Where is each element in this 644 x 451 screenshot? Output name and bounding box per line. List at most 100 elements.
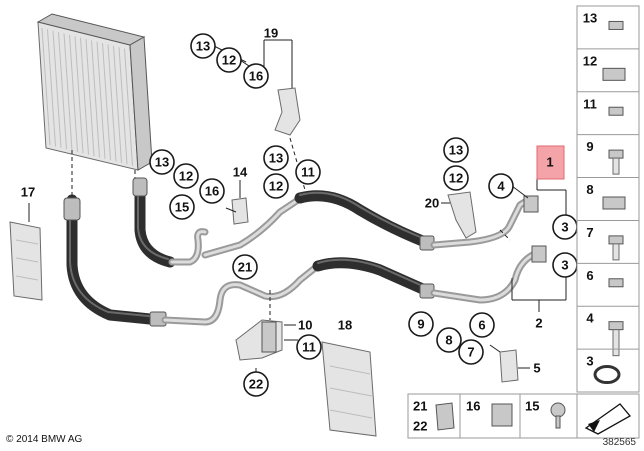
cooler-fin bbox=[113, 45, 122, 163]
cooler-fin bbox=[124, 48, 133, 166]
cooler-fin bbox=[41, 27, 51, 146]
svg-text:12: 12 bbox=[179, 169, 193, 184]
highlight-box bbox=[536, 145, 565, 180]
holder-icon bbox=[491, 403, 513, 427]
callout-16-top: 16 bbox=[243, 63, 269, 89]
screw-icon bbox=[608, 235, 624, 261]
cooler-fin bbox=[96, 41, 106, 159]
cooler-fin bbox=[58, 32, 67, 150]
sidebar-item-label: 8 bbox=[586, 182, 593, 197]
fitting-3-bottom bbox=[531, 245, 547, 263]
svg-text:3: 3 bbox=[561, 220, 568, 235]
bracket-5 bbox=[499, 349, 519, 383]
svg-text:4: 4 bbox=[497, 179, 505, 194]
callout-12-center: 12 bbox=[263, 173, 289, 199]
callout-16-mid: 16 bbox=[199, 178, 225, 204]
svg-text:7: 7 bbox=[467, 345, 474, 360]
cooler-fin bbox=[69, 34, 78, 152]
shield-17 bbox=[9, 221, 43, 301]
svg-text:16: 16 bbox=[249, 69, 263, 84]
screw-head-icon bbox=[550, 402, 566, 418]
bottom-label-22: 22 bbox=[413, 419, 427, 434]
callout-21: 21 bbox=[232, 254, 258, 280]
callout-7: 7 bbox=[458, 339, 484, 365]
label-18: 18 bbox=[338, 318, 352, 333]
clip-icon bbox=[435, 402, 455, 431]
callout-22: 22 bbox=[243, 371, 269, 397]
callout-15-mid: 15 bbox=[169, 194, 195, 220]
callout-9: 9 bbox=[408, 311, 434, 337]
svg-text:15: 15 bbox=[175, 200, 189, 215]
cooler-fin bbox=[107, 44, 117, 162]
nut-icon bbox=[608, 20, 624, 30]
bracket-20 bbox=[447, 191, 477, 239]
oil-lines bbox=[63, 177, 544, 327]
cooler-fin bbox=[74, 36, 84, 154]
svg-text:22: 22 bbox=[249, 377, 263, 392]
label-19: 19 bbox=[264, 26, 278, 41]
sidebar-item-label: 7 bbox=[586, 225, 593, 240]
label-5: 5 bbox=[533, 361, 540, 376]
callout-13-right: 13 bbox=[443, 137, 469, 163]
cooler-fin bbox=[63, 33, 73, 151]
cooler-fin bbox=[80, 37, 89, 155]
callout-11-low: 11 bbox=[296, 334, 322, 360]
callout-12-right: 12 bbox=[443, 165, 469, 191]
callout-13-mid: 13 bbox=[149, 149, 175, 175]
sidebar-item-label: 4 bbox=[586, 311, 594, 326]
clip-icon bbox=[602, 67, 626, 81]
callout-13-top: 13 bbox=[190, 33, 216, 59]
cooler-fin bbox=[47, 29, 56, 147]
label-1: 1 bbox=[546, 155, 553, 170]
sidebar-item-label: 6 bbox=[586, 268, 593, 283]
sidebar-item-label: 3 bbox=[586, 354, 593, 369]
svg-text:12: 12 bbox=[222, 53, 236, 68]
svg-text:11: 11 bbox=[301, 165, 315, 180]
svg-text:9: 9 bbox=[417, 317, 424, 332]
screw-shaft-icon bbox=[555, 415, 561, 429]
svg-text:13: 13 bbox=[155, 155, 169, 170]
svg-text:3: 3 bbox=[561, 258, 568, 273]
parts-bottom-panel: 21 22 16 15 bbox=[407, 393, 640, 439]
cooler-fin bbox=[91, 40, 100, 158]
callout-11-center: 11 bbox=[295, 159, 321, 185]
cooler-fin bbox=[118, 47, 128, 165]
bottom-label-21: 21 bbox=[413, 399, 427, 414]
svg-text:12: 12 bbox=[269, 179, 283, 194]
callout-3-lower: 3 bbox=[552, 252, 578, 278]
o-ring-icon bbox=[593, 365, 621, 385]
sidebar-item-label: 11 bbox=[583, 96, 597, 111]
callout-3-upper: 3 bbox=[552, 214, 578, 240]
sidebar-item-label: 12 bbox=[583, 53, 597, 68]
shield-18 bbox=[321, 341, 377, 437]
cooler-fin bbox=[85, 38, 95, 157]
svg-text:13: 13 bbox=[449, 143, 463, 158]
callout-4: 4 bbox=[488, 173, 514, 199]
fitting-3-top bbox=[523, 195, 539, 213]
svg-text:13: 13 bbox=[269, 151, 283, 166]
callout-8: 8 bbox=[436, 327, 462, 353]
label-2: 2 bbox=[535, 316, 542, 331]
bolt-short-icon bbox=[608, 106, 624, 116]
figure-number: 382565 bbox=[603, 437, 637, 448]
clip-block-icon bbox=[602, 196, 626, 210]
bracket-10 bbox=[235, 319, 283, 361]
svg-text:11: 11 bbox=[302, 340, 316, 355]
bolt-icon bbox=[608, 149, 624, 175]
svg-text:16: 16 bbox=[205, 184, 219, 199]
sidebar-item-label: 13 bbox=[583, 11, 597, 26]
callout-12-mid: 12 bbox=[173, 163, 199, 189]
svg-text:13: 13 bbox=[196, 39, 210, 54]
svg-text:8: 8 bbox=[445, 333, 452, 348]
callout-6: 6 bbox=[469, 312, 495, 338]
callout-12-top: 12 bbox=[216, 47, 242, 73]
cooler-fin bbox=[52, 30, 62, 148]
label-14: 14 bbox=[233, 165, 248, 180]
bracket-19 bbox=[274, 87, 301, 136]
copyright: © 2014 BMW AG bbox=[6, 434, 83, 445]
label-10: 10 bbox=[298, 318, 312, 333]
cooler-fin bbox=[102, 43, 111, 161]
svg-text:12: 12 bbox=[449, 171, 463, 186]
